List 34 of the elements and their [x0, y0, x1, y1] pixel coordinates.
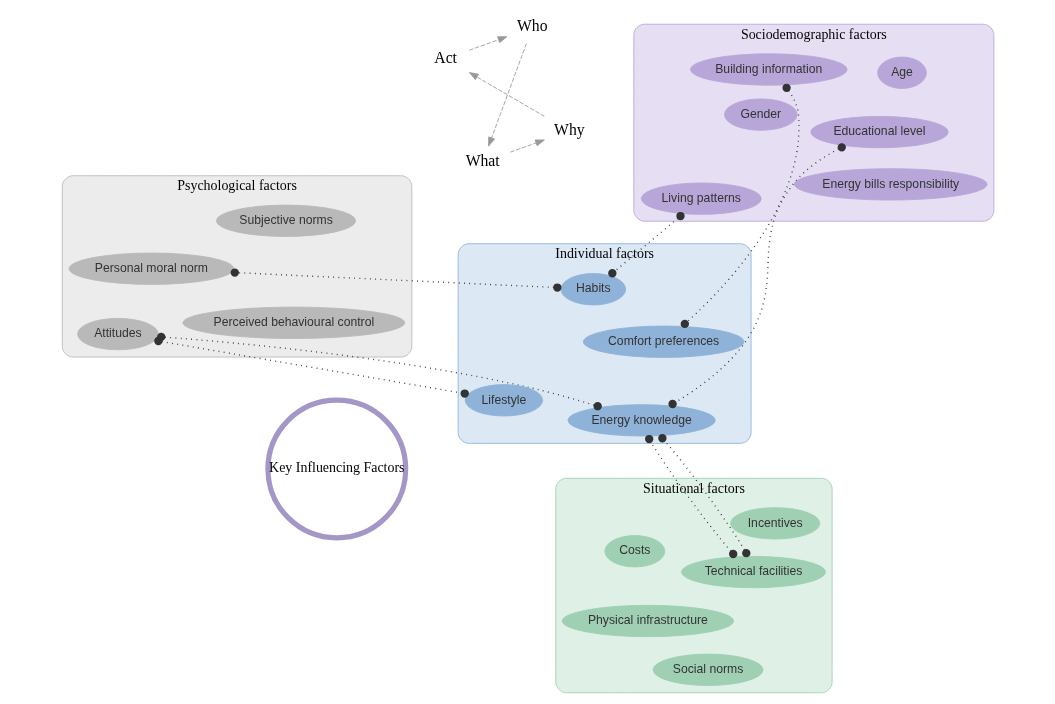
node-ellipse: Building information [689, 53, 848, 86]
node-ellipse: Costs [603, 535, 665, 568]
connector [644, 434, 737, 559]
connector [667, 143, 846, 409]
node-ellipse: Incentives [729, 507, 820, 540]
node-ellipse: Living patterns [640, 182, 762, 215]
node-ellipse: Habits [560, 273, 626, 306]
node-ellipse: Educational level [809, 115, 949, 149]
arrow [468, 72, 545, 117]
node-text: Why [553, 120, 585, 138]
node-circle: Key Influencing Factors [264, 397, 408, 541]
arrow [487, 43, 527, 147]
connector [607, 211, 685, 278]
node-text: What [465, 151, 500, 169]
node-ellipse: Physical infrastructure [561, 604, 734, 638]
arrow [509, 139, 545, 153]
node-ellipse: Energy bills responsibility [793, 168, 987, 201]
connector [657, 434, 750, 558]
node-text: Act [433, 48, 457, 66]
connector [230, 268, 561, 292]
node-ellipse: Perceived behavioural control [181, 306, 405, 339]
node-text: Who [516, 17, 548, 35]
node-ellipse: Personal moral norm [68, 252, 234, 285]
node-ellipse: Age [876, 56, 927, 89]
connector [153, 336, 469, 398]
node-ellipse: Comfort preferences [582, 325, 744, 358]
connector [680, 83, 799, 329]
node-ellipse: Gender [723, 98, 798, 131]
node-ellipse: Attitudes [76, 317, 159, 351]
node-ellipse: Social norms [652, 653, 763, 686]
node-ellipse: Subjective norms [215, 204, 356, 237]
arrow [468, 36, 507, 51]
node-ellipse: Technical facilities [680, 555, 826, 589]
node-ellipse: Lifestyle [464, 384, 543, 417]
